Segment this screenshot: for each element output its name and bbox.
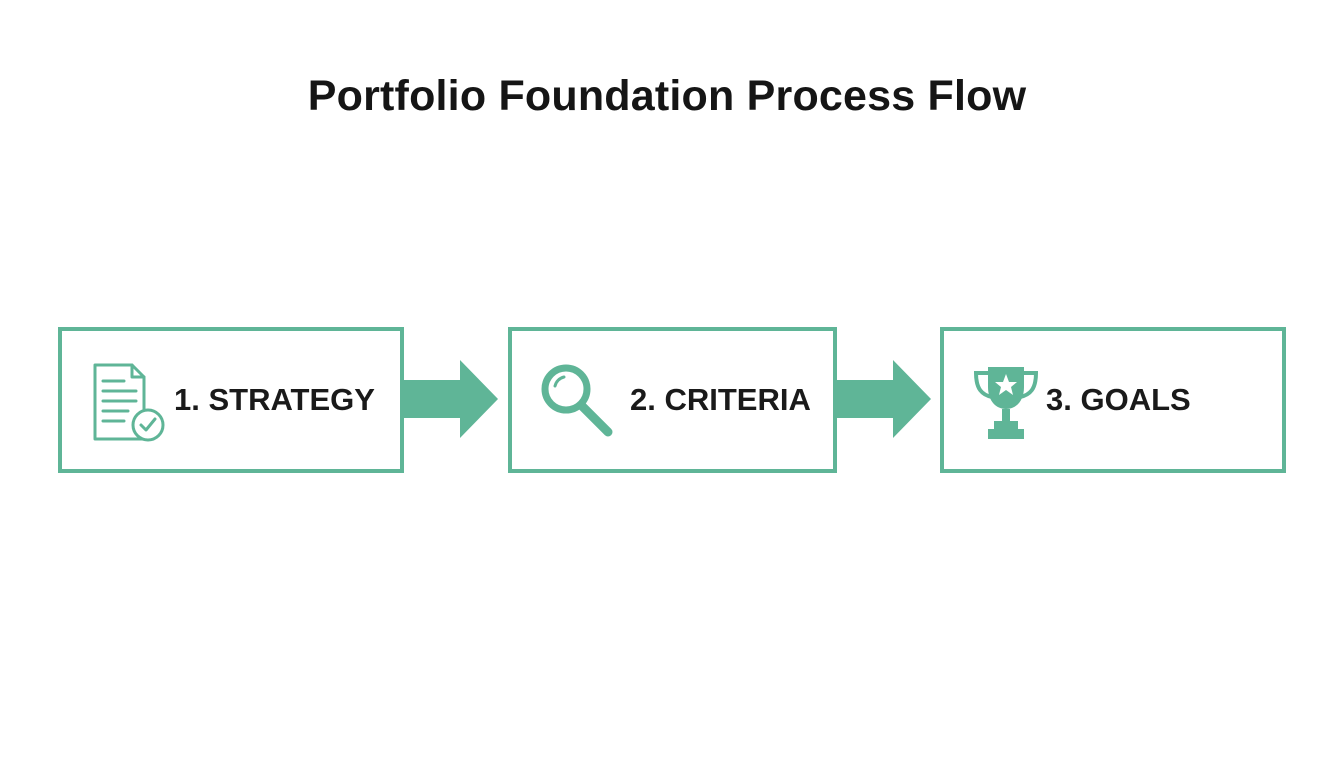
trophy-icon xyxy=(966,359,1046,443)
arrow-right-icon xyxy=(400,360,498,438)
step-strategy: 1. STRATEGY xyxy=(58,327,404,473)
step-label: 1. STRATEGY xyxy=(174,382,375,417)
document-check-icon xyxy=(86,359,166,443)
step-label: 2. CRITERIA xyxy=(630,382,811,417)
step-criteria: 2. CRITERIA xyxy=(508,327,837,473)
diagram-title: Portfolio Foundation Process Flow xyxy=(307,72,1027,120)
step-goals: 3. GOALS xyxy=(940,327,1286,473)
step-label: 3. GOALS xyxy=(1046,382,1191,417)
arrow-right-icon xyxy=(833,360,931,438)
magnifier-icon xyxy=(536,359,616,443)
